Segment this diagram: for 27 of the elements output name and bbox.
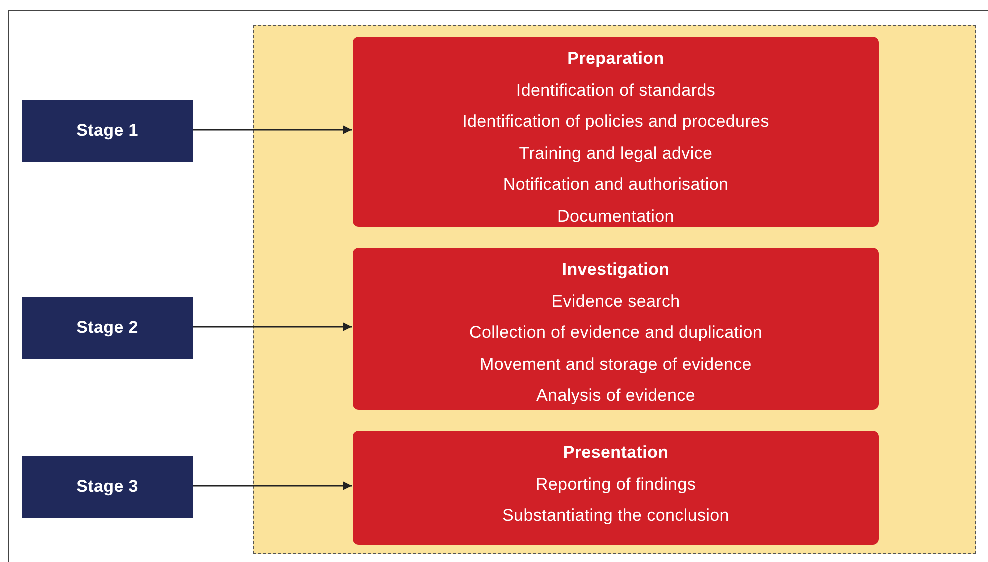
phase-heading: Investigation (562, 259, 670, 281)
phase-item: Training and legal advice (519, 142, 713, 164)
phase-box (353, 37, 879, 227)
stage-box (22, 456, 193, 518)
phase-item: Reporting of findings (536, 474, 696, 496)
phase-box (353, 431, 879, 545)
phase-heading: Presentation (563, 442, 669, 464)
phase-item: Documentation (558, 206, 674, 228)
stage-box (22, 297, 193, 359)
phase-item: Identification of standards (516, 80, 716, 102)
arrow (193, 126, 352, 134)
phase-heading: Preparation (568, 48, 664, 70)
phase-item: Analysis of evidence (536, 385, 696, 407)
dashed-panel (253, 25, 976, 554)
phase-item: Notification and authorisation (503, 174, 729, 196)
phase-item: Identification of policies and procedures (462, 111, 770, 133)
phase-item: Evidence search (552, 290, 680, 312)
arrow (193, 482, 352, 490)
stage-label: Stage 3 (76, 476, 138, 498)
phase-item: Collection of evidence and duplication (469, 322, 762, 344)
phase-item: Substantiating the conclusion (502, 505, 730, 527)
stage-label: Stage 2 (76, 317, 138, 340)
stage-box (22, 100, 193, 162)
stage-label: Stage 1 (76, 120, 138, 142)
phase-item: Movement and storage of evidence (480, 354, 752, 376)
arrow (193, 322, 352, 332)
phase-box (353, 248, 879, 410)
